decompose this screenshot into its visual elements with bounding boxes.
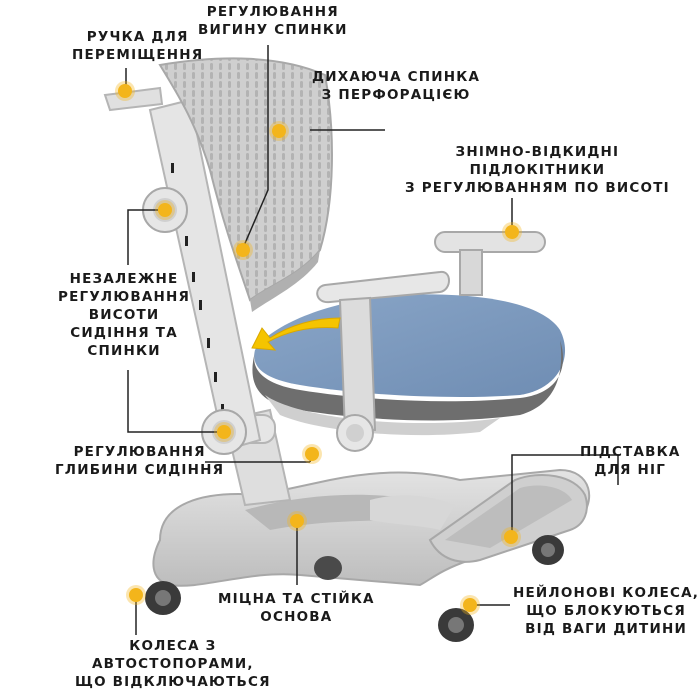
label-auto-stop-wheels: КОЛЕСА З АВТОСТОПОРАМИ, ЩО ВІДКЛЮЧАЮТЬСЯ <box>75 637 271 691</box>
sun-dot-icon <box>504 530 518 544</box>
footrest-shape <box>428 474 588 563</box>
label-line: НЕЙЛОНОВІ КОЛЕСА, <box>513 585 700 601</box>
label-line: ВИСОТИ <box>88 307 160 323</box>
label-line: РЕГУЛЮВАННЯ <box>58 289 191 305</box>
label-line: ГЛИБИНИ СИДІННЯ <box>55 462 225 478</box>
label-handle: РУЧКА ДЛЯ ПЕРЕМІЩЕННЯ <box>72 28 203 64</box>
label-line: РЕГУЛЮВАННЯ <box>206 4 339 20</box>
label-line: ДИХАЮЧА СПИНКА <box>312 69 481 85</box>
armrests <box>316 231 546 452</box>
label-back-curve: РЕГУЛЮВАННЯ ВИГИНУ СПИНКИ <box>198 3 348 39</box>
wheels <box>145 535 564 642</box>
label-line: НЕЗАЛЕЖНЕ <box>69 271 179 287</box>
label-line: З ПЕРФОРАЦІЄЮ <box>321 87 471 103</box>
label-line: ПІДСТАВКА <box>580 444 681 460</box>
label-line: СИДІННЯ ТА <box>70 325 178 341</box>
label-line: ВИГИНУ СПИНКИ <box>198 22 348 38</box>
backrest <box>158 57 333 312</box>
label-footrest: ПІДСТАВКА ДЛЯ НІГ <box>580 443 680 479</box>
label-line: ВІД ВАГИ ДИТИНИ <box>525 621 687 637</box>
seat <box>252 294 566 436</box>
label-line: РУЧКА ДЛЯ <box>86 29 189 45</box>
label-line: З РЕГУЛЮВАННЯМ ПО ВИСОТІ <box>405 180 670 196</box>
sun-dot-icon <box>505 225 519 239</box>
sun-dot-icon <box>463 598 477 612</box>
sun-dot-icon <box>158 203 172 217</box>
label-line: КОЛЕСА З <box>129 638 217 654</box>
sun-dot-icon <box>272 124 286 138</box>
label-line: ЩО ВІДКЛЮЧАЮТЬСЯ <box>75 674 271 690</box>
label-line: ПІДЛОКІТНИКИ <box>469 162 606 178</box>
label-line: РЕГУЛЮВАННЯ <box>73 444 206 460</box>
label-seat-depth: РЕГУЛЮВАННЯ ГЛИБИНИ СИДІННЯ <box>55 443 224 479</box>
sun-dot-icon <box>217 425 231 439</box>
label-breathable-back: ДИХАЮЧА СПИНКА З ПЕРФОРАЦІЄЮ <box>312 68 480 104</box>
label-line: СПИНКИ <box>87 343 161 359</box>
sun-dot-icon <box>290 514 304 528</box>
label-nylon-wheels: НЕЙЛОНОВІ КОЛЕСА, ЩО БЛОКУЮТЬСЯ ВІД ВАГИ… <box>513 584 699 638</box>
leader-lines <box>125 45 619 635</box>
tilt-arrow <box>251 317 341 351</box>
label-line: ЗНІМНО-ВІДКИДНІ <box>455 144 620 160</box>
label-line: МІЦНА ТА СТІЙКА <box>218 591 375 607</box>
label-base: МІЦНА ТА СТІЙКА ОСНОВА <box>218 590 375 626</box>
label-line: ДЛЯ НІГ <box>594 462 667 478</box>
label-line: ОСНОВА <box>260 609 333 625</box>
sun-dot-icon <box>236 243 250 257</box>
label-armrests: ЗНІМНО-ВІДКИДНІ ПІДЛОКІТНИКИ З РЕГУЛЮВАН… <box>405 143 670 197</box>
label-line: АВТОСТОПОРАМИ, <box>91 656 254 672</box>
label-height-adjust: НЕЗАЛЕЖНЕ РЕГУЛЮВАННЯ ВИСОТИ СИДІННЯ ТА … <box>58 270 190 360</box>
sun-dot-icon <box>305 447 319 461</box>
label-line: ЩО БЛОКУЮТЬСЯ <box>526 603 686 619</box>
label-line: ПЕРЕМІЩЕННЯ <box>72 47 204 63</box>
sun-dot-icon <box>118 84 132 98</box>
sun-dot-icon <box>129 588 143 602</box>
